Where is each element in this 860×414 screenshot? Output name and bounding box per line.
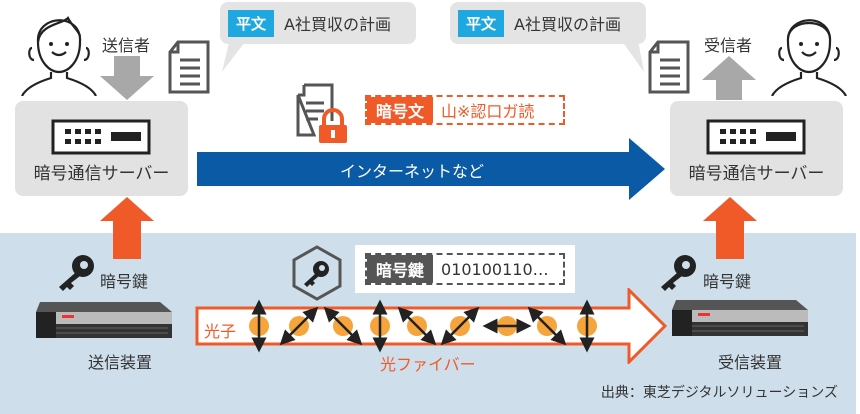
- key-up-arrow-right: [703, 197, 757, 259]
- sender-device-label: 送信装置: [88, 353, 153, 372]
- server-label: 暗号通信サーバー: [33, 164, 170, 184]
- plaintext-tag: 平文: [458, 9, 505, 37]
- quantum-key-tag: 暗号鍵: [367, 255, 434, 283]
- source-credit: 出典：東芝デジタルソリューションズ: [600, 385, 838, 401]
- receiver-server: 暗号通信サーバー: [670, 101, 843, 196]
- sender-label: 送信者: [102, 36, 151, 55]
- encrypted-document-icon: [296, 83, 347, 143]
- receiver-key-label: 暗号鍵: [703, 272, 752, 291]
- quantum-key-bits: 010100110…: [441, 259, 549, 279]
- quantum-key-box: 暗号鍵 010100110…: [355, 245, 575, 293]
- photon-label: 光子: [204, 322, 237, 341]
- plaintext-tag: 平文: [228, 9, 275, 37]
- fiber-arrow: [195, 288, 668, 364]
- up-arrow-icon: [702, 56, 756, 100]
- plaintext-text: A社買収の計画: [284, 15, 391, 34]
- server-icon: [706, 119, 806, 155]
- receiver-label: 受信者: [704, 36, 753, 55]
- sender-device-image: [36, 302, 172, 338]
- sender-server: 暗号通信サーバー: [15, 101, 188, 196]
- plaintext-bubble-right: 平文 A社買収の計画: [450, 2, 646, 44]
- key-icon: [59, 255, 94, 291]
- ciphertext-tag: 暗号文: [367, 97, 434, 123]
- document-icon: [648, 40, 690, 94]
- server-icon: [51, 119, 151, 155]
- quantum-key-icon: [292, 245, 342, 301]
- ciphertext-box: 暗号文 山※認口ガ読: [365, 95, 565, 125]
- quantum-key-dashed: 暗号鍵 010100110…: [365, 253, 565, 285]
- key-up-arrow-left: [100, 197, 154, 259]
- polarization-arrow-diagonal-down: [527, 306, 567, 346]
- sender-key-label: 暗号鍵: [100, 272, 149, 291]
- key-icon: [661, 255, 696, 291]
- receiver-device-label: 受信装置: [718, 353, 783, 372]
- polarization-arrow-diagonal-down: [397, 306, 437, 346]
- plaintext-bubble-left: 平文 A社買収の計画: [220, 2, 416, 44]
- internet-arrow: [197, 138, 665, 200]
- sender-person-icon: [21, 16, 97, 96]
- polarization-arrow-diagonal-up: [279, 306, 319, 346]
- document-icon: [168, 40, 210, 94]
- fiber-label: 光ファイバー: [380, 355, 476, 374]
- plaintext-text: A社買収の計画: [514, 15, 621, 34]
- receiver-device-image: [672, 300, 808, 336]
- ciphertext-text: 山※認口ガ読: [441, 102, 535, 121]
- server-label: 暗号通信サーバー: [688, 164, 825, 184]
- polarization-arrow-diagonal-down: [323, 306, 363, 346]
- internet-label: インターネットなど: [339, 162, 484, 181]
- polarization-arrow-diagonal-up: [440, 306, 480, 346]
- down-arrow-icon: [100, 56, 154, 100]
- receiver-person-icon: [771, 19, 847, 96]
